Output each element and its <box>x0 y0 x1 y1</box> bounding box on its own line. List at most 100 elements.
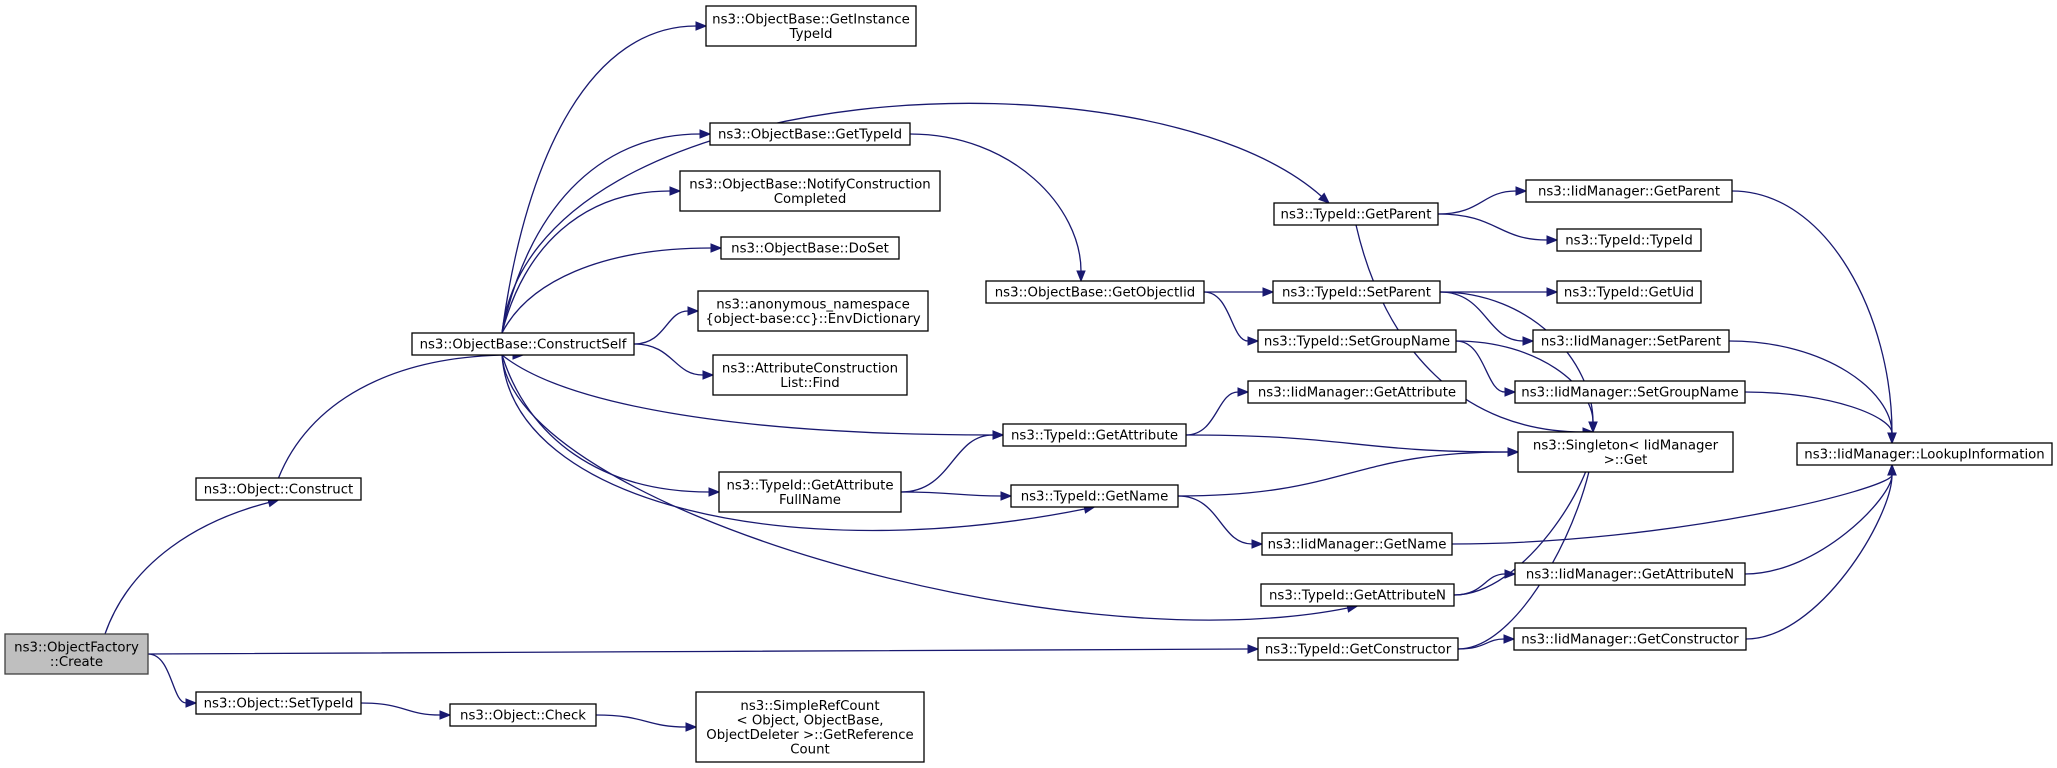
node-tid-getuid[interactable]: ns3::TypeId::GetUid <box>1556 280 1702 304</box>
node-box <box>1556 228 1702 252</box>
edge-line <box>104 501 269 635</box>
node-label: ns3::ObjectBase::GetObjectIid <box>995 286 1195 301</box>
edge-line <box>1731 190 1893 434</box>
edge-line <box>1457 638 1505 650</box>
node-iid-getattributen[interactable]: ns3::IidManager::GetAttributeN <box>1514 562 1746 586</box>
node-label: ns3::ObjectBase::GetTypeId <box>718 128 902 143</box>
node-iid-getname[interactable]: ns3::IidManager::GetName <box>1261 532 1453 556</box>
node-label: < Object, ObjectBase, <box>736 713 883 728</box>
edge-arrowhead <box>1504 569 1517 579</box>
node-box <box>1514 380 1746 404</box>
edge-construct-to-constructself <box>277 350 525 479</box>
edge-iid-setgroupname-to-iid-lookup <box>1744 391 1897 445</box>
node-tid-setparent[interactable]: ns3::TypeId::SetParent <box>1272 280 1441 304</box>
node-iid-getparent[interactable]: ns3::IidManager::GetParent <box>1525 179 1733 203</box>
edge-arrowhead <box>1546 287 1559 297</box>
node-label: Count <box>790 742 830 757</box>
edge-tid-getparent-to-tid-typeid <box>1437 213 1559 245</box>
edge-line <box>1455 340 1506 393</box>
edge-arrowhead <box>1076 270 1086 283</box>
node-box <box>4 633 149 675</box>
edge-line <box>1744 474 1893 575</box>
node-tid-getattribute[interactable]: ns3::TypeId::GetAttribute <box>1002 423 1187 447</box>
node-label: >::Get <box>1604 453 1648 468</box>
node-box <box>718 471 902 513</box>
node-check[interactable]: ns3::Object::Check <box>449 703 597 727</box>
node-tid-setgroupname[interactable]: ns3::TypeId::SetGroupName <box>1257 329 1457 353</box>
edge-line <box>1185 434 1509 453</box>
edge-line <box>501 354 1348 621</box>
node-simplerefcount[interactable]: ns3::SimpleRefCount< Object, ObjectBase,… <box>695 691 925 763</box>
edge-line <box>1744 391 1893 434</box>
node-label: Completed <box>774 192 847 207</box>
edge-line <box>633 310 689 345</box>
node-box <box>1260 583 1455 607</box>
node-getobjectiid[interactable]: ns3::ObjectBase::GetObjectIid <box>985 280 1205 304</box>
node-tid-getname[interactable]: ns3::TypeId::GetName <box>1010 484 1179 508</box>
node-box <box>195 691 362 715</box>
node-label: ns3::TypeId::TypeId <box>1565 234 1693 249</box>
edge-arrowhead <box>1887 432 1897 445</box>
node-iid-setparent[interactable]: ns3::IidManager::SetParent <box>1532 329 1730 353</box>
node-tid-getparent[interactable]: ns3::TypeId::GetParent <box>1273 202 1439 226</box>
node-box <box>697 290 929 332</box>
edge-arrowhead <box>1887 463 1897 476</box>
call-nodes: ns3::ObjectFactory::Createns3::Object::C… <box>4 5 2053 763</box>
node-constructself[interactable]: ns3::ObjectBase::ConstructSelf <box>411 332 635 356</box>
edge-arrowhead <box>1247 336 1260 346</box>
node-label: ns3::anonymous_namespace <box>716 297 910 312</box>
edge-arrowhead <box>669 186 682 196</box>
node-box <box>695 691 925 763</box>
edge-arrowhead <box>439 710 452 720</box>
node-box <box>705 5 917 47</box>
node-envdict[interactable]: ns3::anonymous_namespace{object-base:cc}… <box>697 290 929 332</box>
edge-constructself-to-notify <box>501 186 682 334</box>
node-box <box>1261 532 1453 556</box>
node-create: ns3::ObjectFactory::Create <box>4 633 149 675</box>
node-doset[interactable]: ns3::ObjectBase::DoSet <box>720 236 900 260</box>
edge-iid-getname-to-iid-lookup <box>1451 463 1897 545</box>
edge-line <box>277 354 514 479</box>
node-singleton-get[interactable]: ns3::Singleton< IidManager>::Get <box>1517 431 1734 473</box>
edge-arrowhead <box>185 698 198 708</box>
edge-tid-getname-to-singleton-get <box>1177 447 1520 497</box>
edge-create-to-construct <box>104 498 280 635</box>
node-label: ns3::TypeId::GetConstructor <box>1265 643 1452 658</box>
node-ob-gettypeid[interactable]: ns3::ObjectBase::GetTypeId <box>709 122 911 146</box>
node-box <box>411 332 635 356</box>
edge-line <box>1455 340 1594 423</box>
edge-line <box>1355 224 1584 433</box>
node-box <box>709 122 911 146</box>
node-label: ns3::TypeId::GetUid <box>1564 286 1694 301</box>
node-iid-getconstructor[interactable]: ns3::IidManager::GetConstructor <box>1513 627 1747 651</box>
node-settypeid[interactable]: ns3::Object::SetTypeId <box>195 691 362 715</box>
node-construct[interactable]: ns3::Object::Construct <box>195 477 362 501</box>
node-tid-typeid[interactable]: ns3::TypeId::TypeId <box>1556 228 1702 252</box>
call-edges <box>104 21 1897 732</box>
edge-arrowhead <box>1251 539 1264 549</box>
node-tid-getattributen[interactable]: ns3::TypeId::GetAttributeN <box>1260 583 1455 607</box>
node-label: ns3::TypeId::GetName <box>1021 490 1169 505</box>
node-iid-lookup[interactable]: ns3::IidManager::LookupInformation <box>1796 442 2053 466</box>
node-label: ns3::IidManager::SetParent <box>1541 335 1721 350</box>
edge-arrowhead <box>695 21 708 31</box>
edge-line <box>1177 495 1253 545</box>
node-tid-getconstructor[interactable]: ns3::TypeId::GetConstructor <box>1257 637 1459 661</box>
edge-constructself-to-doset <box>501 243 723 334</box>
edge-line <box>501 247 712 334</box>
node-label: List::Find <box>780 376 839 391</box>
node-label: ns3::TypeId::GetAttribute <box>1011 429 1178 444</box>
node-iid-getattribute[interactable]: ns3::IidManager::GetAttribute <box>1247 380 1467 404</box>
node-iid-setgroupname[interactable]: ns3::IidManager::SetGroupName <box>1514 380 1746 404</box>
node-box <box>1002 423 1187 447</box>
edge-create-to-settypeid <box>147 653 198 708</box>
edge-tid-setparent-to-tid-getuid <box>1440 287 1559 297</box>
edge-tid-getattribute-to-iid-getattribute <box>1185 387 1250 436</box>
node-notify[interactable]: ns3::ObjectBase::NotifyConstructionCompl… <box>679 170 941 212</box>
edge-line <box>147 653 187 704</box>
edge-arrowhead <box>1262 287 1275 297</box>
edge-line <box>501 190 671 334</box>
